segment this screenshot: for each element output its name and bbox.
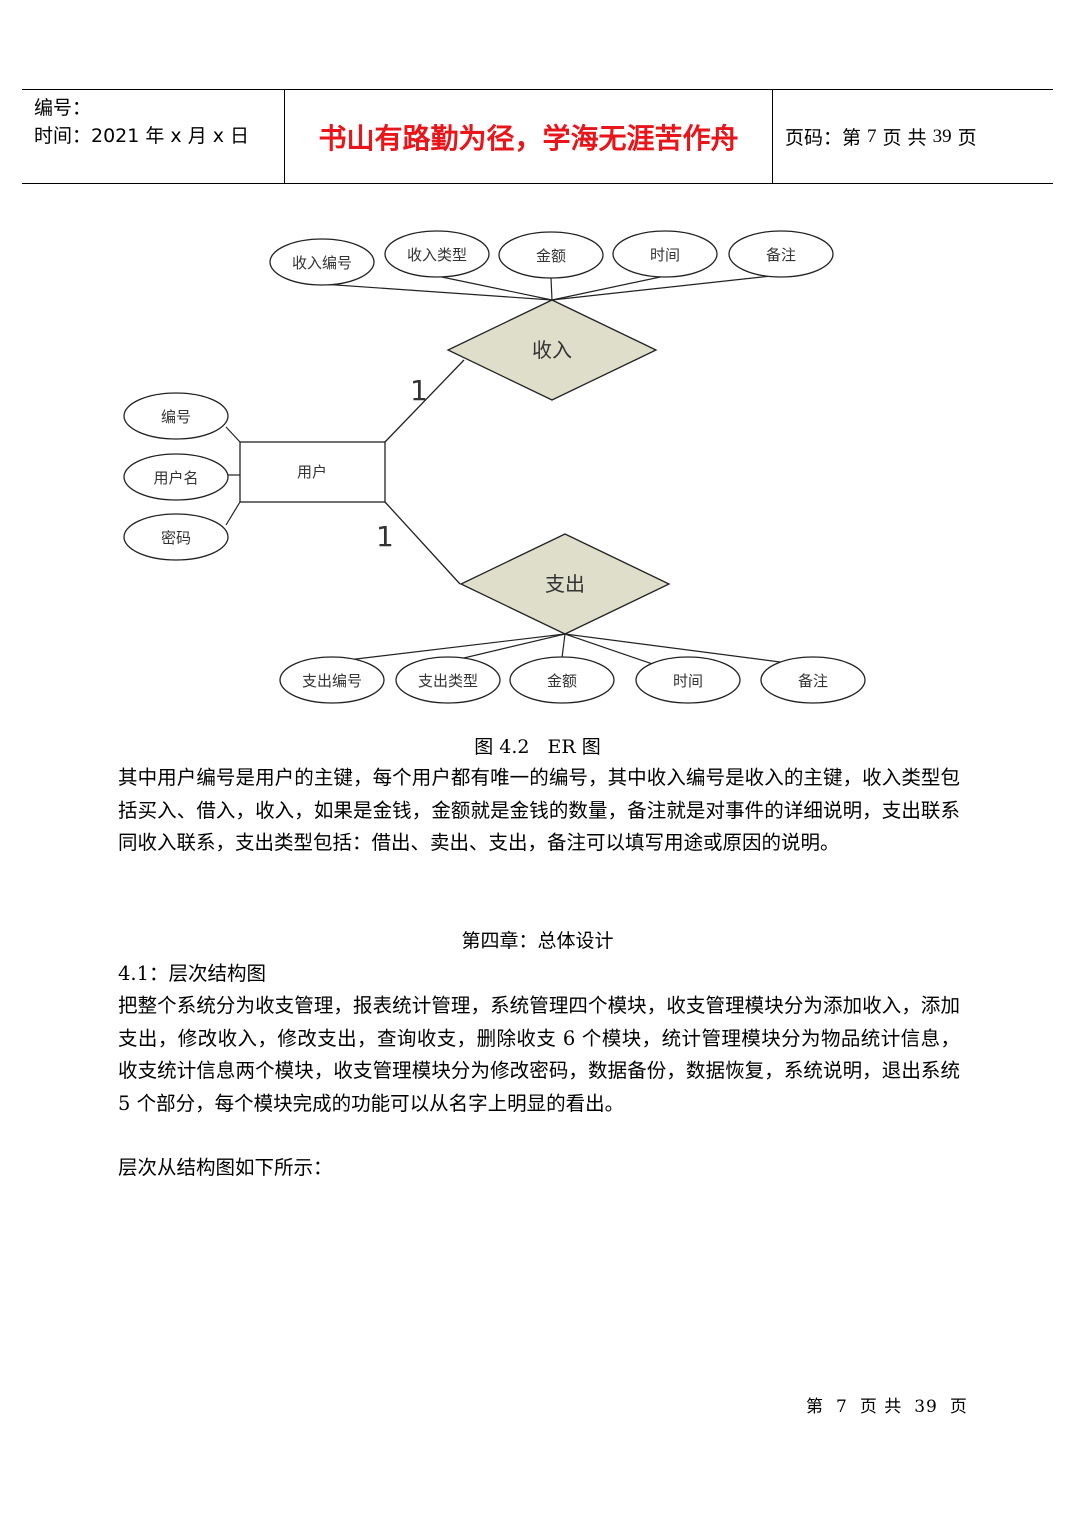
page-prefix: 页码：第 <box>785 127 862 149</box>
number-label: 编号： <box>34 97 92 119</box>
er-diagram: 收入编号 收入类型 金额 时间 备注 收入 1 1 编号 用户名 密码 <box>123 230 866 704</box>
svg-text:支出类型: 支出类型 <box>418 672 478 690</box>
svg-text:收入类型: 收入类型 <box>407 246 467 264</box>
cardinality-income: 1 <box>410 374 428 407</box>
income-attr-4: 时间 <box>612 230 718 278</box>
svg-text:金额: 金额 <box>536 247 566 265</box>
svg-text:备注: 备注 <box>798 672 828 690</box>
expense-attr-5: 备注 <box>760 656 866 704</box>
svg-text:用户: 用户 <box>297 463 327 481</box>
svg-text:时间: 时间 <box>673 672 703 690</box>
svg-text:时间: 时间 <box>650 246 680 264</box>
svg-text:密码: 密码 <box>161 529 191 547</box>
svg-text:编号: 编号 <box>161 408 191 426</box>
cardinality-expense: 1 <box>376 520 394 553</box>
income-attr-2: 收入类型 <box>384 230 490 278</box>
expense-attr-4: 时间 <box>635 656 741 704</box>
page-number: 7 <box>867 125 877 147</box>
section-heading: 4.1：层次结构图 <box>118 962 267 985</box>
paragraph-structure-intro: 层次从结构图如下所示： <box>118 1156 333 1179</box>
header-page-info: 页码：第 7 页 共 39 页 <box>773 90 1053 183</box>
income-connectors <box>321 274 781 301</box>
income-attr-1: 收入编号 <box>269 238 375 286</box>
expense-attr-3: 金额 <box>509 656 615 704</box>
income-relationship: 收入 <box>446 299 658 401</box>
page-mid: 页 共 <box>882 127 927 149</box>
user-attr-3: 密码 <box>123 513 229 561</box>
svg-text:支出: 支出 <box>545 572 585 596</box>
income-attr-3: 金额 <box>498 231 604 279</box>
user-attr-2: 用户名 <box>123 453 229 501</box>
expense-connectors <box>330 633 781 671</box>
header-meta: 编号： 时间：2021 年 x 月 x 日 <box>22 90 284 183</box>
expense-relationship: 支出 <box>459 533 671 635</box>
svg-text:收入编号: 收入编号 <box>292 254 352 272</box>
page-header: 编号： 时间：2021 年 x 月 x 日 书山有路勤为径，学海无涯苦作舟 页码… <box>22 89 1053 184</box>
expense-attr-1: 支出编号 <box>279 656 385 704</box>
expense-attr-2: 支出类型 <box>395 656 501 704</box>
user-entity: 用户 <box>239 441 386 503</box>
paragraph-module-description: 把整个系统分为收支管理，报表统计管理，系统管理四个模块，收支管理模块分为添加收入… <box>118 994 960 1115</box>
svg-text:备注: 备注 <box>766 246 796 264</box>
user-attr-1: 编号 <box>123 392 229 440</box>
time-label: 时间：2021 年 x 月 x 日 <box>34 125 250 147</box>
income-attr-5: 备注 <box>728 230 834 278</box>
paragraph-er-description: 其中用户编号是用户的主键，每个用户都有唯一的编号，其中收入编号是收入的主键，收入… <box>118 766 960 854</box>
figure-label: 图 4.2 <box>474 736 530 758</box>
footer-total: 39 <box>914 1397 938 1417</box>
svg-text:收入: 收入 <box>532 338 572 362</box>
svg-text:用户名: 用户名 <box>153 469 198 487</box>
svg-text:金额: 金额 <box>547 672 577 690</box>
motto: 书山有路勤为径，学海无涯苦作舟 <box>284 90 773 183</box>
page-suffix: 页 <box>957 127 977 149</box>
chapter-heading: 第四章：总体设计 <box>461 930 614 952</box>
footer-page-number: 7 <box>836 1397 848 1417</box>
figure-caption: 图 4.2 ER 图 <box>0 732 1075 759</box>
figure-title: ER 图 <box>547 736 601 758</box>
svg-text:支出编号: 支出编号 <box>302 672 362 690</box>
footer-mid: 页 共 <box>859 1397 903 1417</box>
footer-prefix: 第 <box>806 1397 824 1417</box>
page-total: 39 <box>932 125 952 147</box>
footer-suffix: 页 <box>949 1397 968 1417</box>
